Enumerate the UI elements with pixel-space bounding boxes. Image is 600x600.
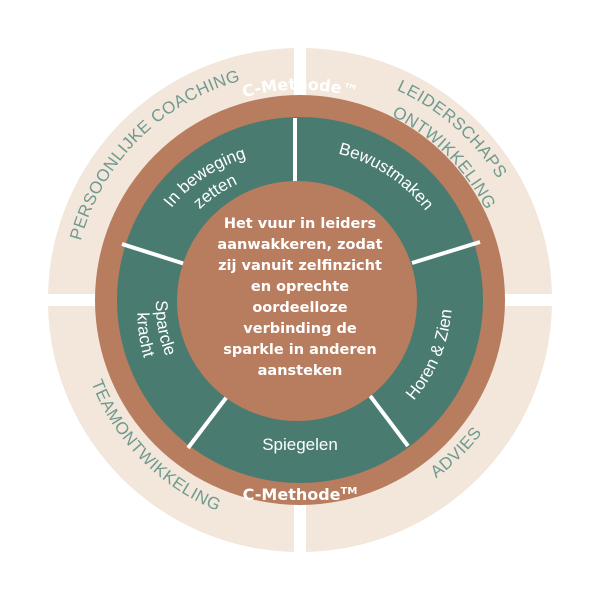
brand-bottom: C-MethodeTM — [243, 485, 358, 504]
center-line-8: aansteken — [258, 363, 343, 379]
center-line-7: sparkle in anderen — [223, 342, 376, 358]
divider-left — [121, 242, 189, 267]
center-disk — [177, 181, 417, 421]
segment-dividers — [121, 118, 481, 450]
center-line-4: en oprechte — [251, 279, 349, 295]
center-line-3: zij vanuit zelfinzicht — [218, 258, 382, 274]
divider-bottom-left — [186, 388, 234, 450]
center-line-2: aanwakkeren, zodat — [217, 237, 382, 253]
center-line-5: oordeelloze — [252, 300, 347, 316]
segment-spiegelen: Spiegelen — [262, 435, 338, 454]
center-line-6: verbinding de — [243, 321, 357, 337]
center-statement: Het vuur in leiders aanwakkeren, zodat z… — [217, 216, 382, 379]
divider-right — [411, 240, 481, 265]
center-line-1: Het vuur in leiders — [224, 216, 376, 232]
